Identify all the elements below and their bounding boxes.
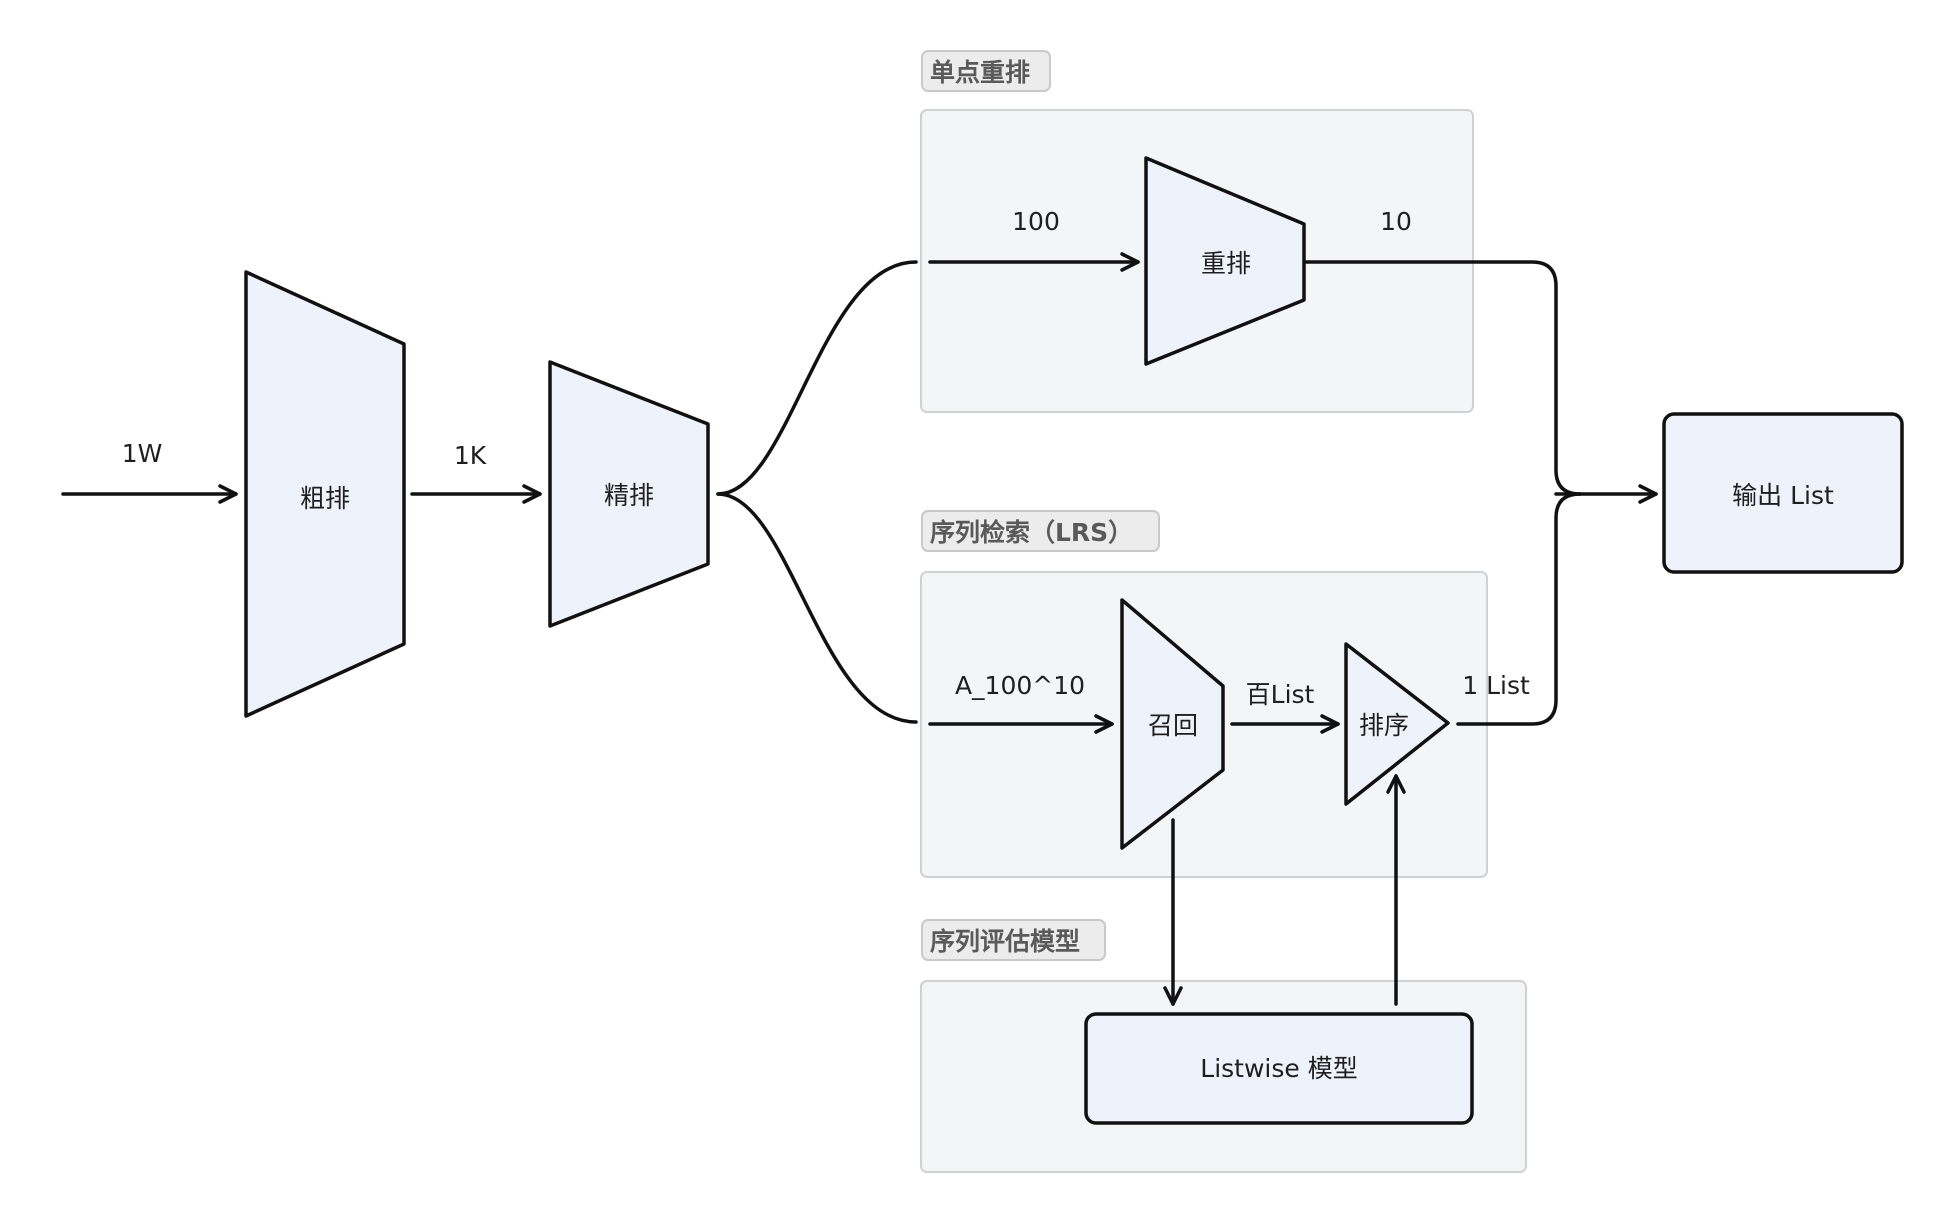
listwise-model-node [1084, 1012, 1474, 1125]
rerank-node [1144, 156, 1306, 366]
coarse-rank-node [244, 270, 406, 718]
to-recall-label: A_100^10 [955, 671, 1085, 700]
eval-model-tag [921, 919, 1106, 961]
listwise-model-label: Listwise 模型 [1200, 1054, 1357, 1083]
output-list-node [1662, 412, 1904, 574]
lrs-tag [921, 510, 1160, 552]
sort-label: 排序 [1359, 711, 1409, 740]
input-count-label: 1W [122, 439, 163, 468]
output-list-label: 输出 List [1732, 481, 1834, 510]
sort-node [1344, 642, 1450, 806]
recall-label: 召回 [1148, 711, 1198, 740]
sort-out-line [1456, 492, 1582, 726]
rerank-out-line [1304, 260, 1582, 496]
rerank-label: 重排 [1201, 249, 1251, 278]
single-rerank-tag [921, 50, 1051, 92]
to-rerank-label: 100 [1012, 207, 1060, 236]
coarse-to-fine-label: 1K [454, 441, 487, 470]
eval-model-title: 序列评估模型 [930, 927, 1080, 956]
fork-to-lrs [716, 492, 918, 724]
coarse-rank-label: 粗排 [300, 484, 350, 513]
single-rerank-title: 单点重排 [930, 58, 1030, 87]
recall-to-sort-label: 百List [1246, 680, 1315, 709]
recall-node [1120, 598, 1225, 850]
sort-out-label: 1 List [1462, 671, 1530, 700]
fork-to-single-rerank [716, 260, 918, 496]
lrs-title: 序列检索（LRS） [930, 518, 1133, 547]
fine-rank-node [548, 360, 710, 628]
fine-rank-label: 精排 [604, 481, 654, 510]
rerank-out-label: 10 [1380, 207, 1412, 236]
